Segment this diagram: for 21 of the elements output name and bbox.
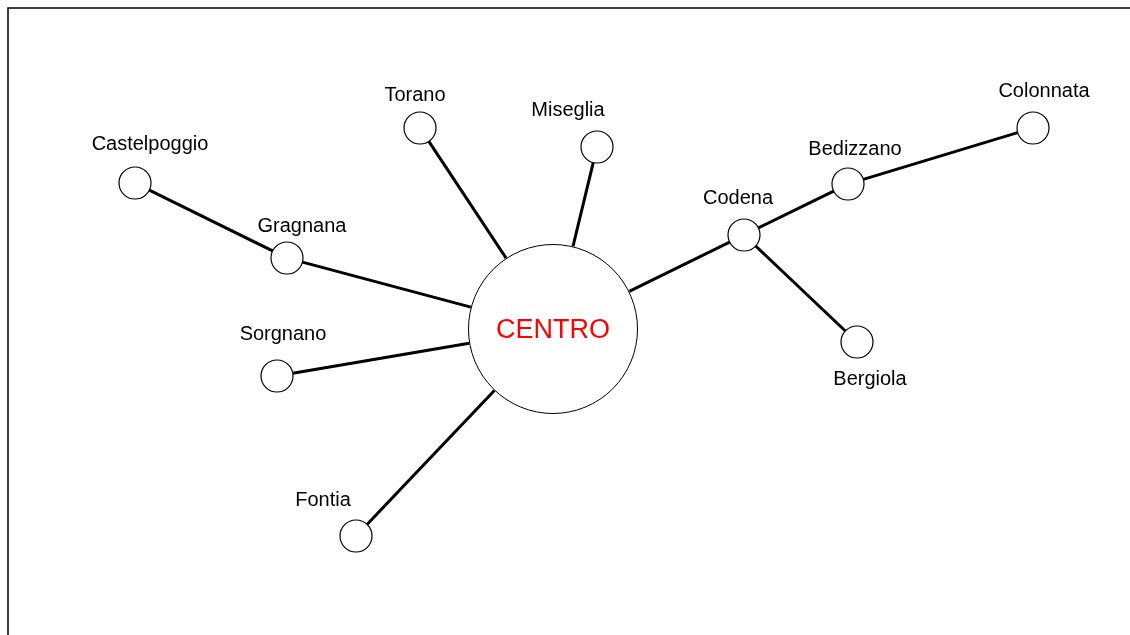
hub-circle: CENTRO xyxy=(468,244,638,414)
place-label: Codena xyxy=(702,185,774,209)
place-label: Castelpoggio xyxy=(91,131,209,155)
connector-line xyxy=(302,260,472,309)
connector-line xyxy=(571,162,595,247)
place-label: Colonnata xyxy=(998,78,1090,102)
connector-line xyxy=(754,244,847,333)
place-label: Bergiola xyxy=(833,366,907,390)
place-label: Bedizzano xyxy=(808,136,902,160)
connector-line xyxy=(862,131,1019,181)
place-label: Miseglia xyxy=(531,97,605,121)
place-label: Torano xyxy=(384,82,446,106)
connector-line xyxy=(292,341,470,375)
place-label: Gragnana xyxy=(257,213,347,237)
place-label: Fontia xyxy=(295,487,351,511)
connector-line xyxy=(757,189,835,230)
place-label: Sorgnano xyxy=(239,321,327,345)
connector-line xyxy=(427,140,508,259)
connector-line xyxy=(365,389,496,526)
connector-line xyxy=(628,240,731,293)
connector-line xyxy=(148,188,274,253)
